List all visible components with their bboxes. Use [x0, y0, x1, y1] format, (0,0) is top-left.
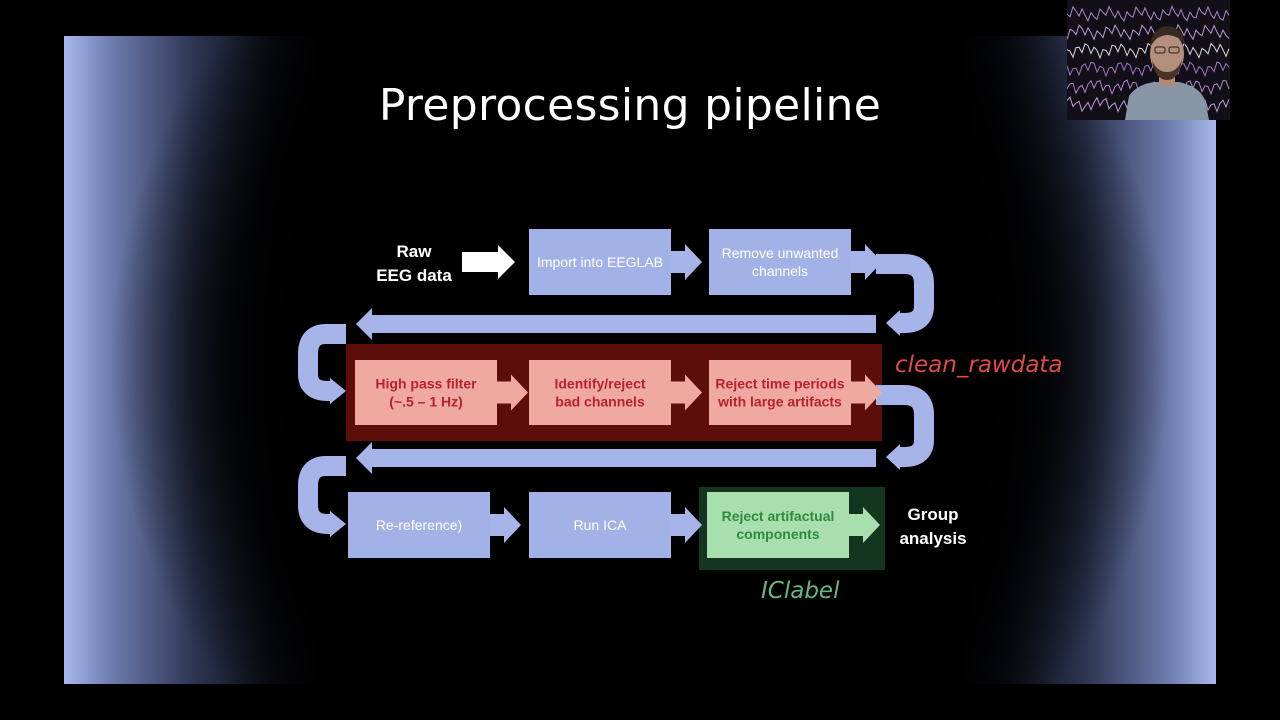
step-label-line: Import into EEGLAB [537, 254, 663, 270]
clean-rawdata-label: clean_rawdata [895, 352, 1063, 378]
left-loop-2-head [330, 511, 346, 537]
eeg-trace [1067, 23, 1230, 41]
pipeline-steps: Import into EEGLAB Remove unwanted channel… [348, 229, 882, 558]
return-line-2 [370, 449, 876, 467]
presenter-shirt [1125, 82, 1209, 120]
step-box [529, 229, 671, 295]
step-label-line: Run ICA [574, 517, 628, 533]
step-arrow-icon [849, 507, 880, 543]
step-re-reference: Re-reference) [348, 492, 521, 558]
return-line-2-head [356, 442, 372, 474]
eeg-trace [1067, 61, 1230, 78]
step-label-line: Re-reference) [376, 517, 462, 533]
left-loop-1 [298, 324, 346, 401]
step-reject-periods: Reject time periods with large artifacts [709, 360, 882, 425]
step-arrow-icon [490, 507, 521, 543]
presenter-hair [1150, 26, 1185, 48]
return-line-1 [370, 315, 876, 333]
step-label-line: with large artifacts [717, 394, 842, 410]
return-line-1-head [356, 308, 372, 340]
step-label-line: Reject artifactual [722, 508, 835, 524]
step-box [529, 492, 671, 558]
glasses-left-icon [1154, 46, 1166, 54]
right-loop-2 [876, 385, 934, 467]
right-loop-2-head [886, 444, 900, 470]
step-box [348, 492, 490, 558]
raw-eeg-label-line1: Raw [397, 242, 433, 261]
right-loop-1-head [886, 310, 900, 336]
step-reject-components: Reject artifactual components [707, 492, 880, 558]
step-arrow-icon [671, 507, 702, 543]
step-arrow-icon [671, 244, 702, 280]
webcam-image [1067, 0, 1230, 120]
right-loop-1 [876, 254, 934, 333]
left-loop-2 [298, 456, 346, 534]
presentation-slide: Preprocessing pipeline [64, 36, 1216, 684]
step-box [709, 360, 851, 425]
presenter-webcam [1067, 0, 1230, 120]
group-analysis-label-line1: Group [908, 505, 959, 524]
presenter-face [1150, 32, 1184, 76]
step-label-line: Remove unwanted [722, 245, 839, 261]
eeg-trace [1067, 4, 1230, 23]
slide-title: Preprocessing pipeline [378, 80, 882, 131]
step-box [355, 360, 497, 425]
step-label-line: Identify/reject [554, 376, 645, 392]
step-label-line: Reject time periods [715, 376, 844, 392]
step-arrow-icon [851, 374, 882, 411]
step-box [529, 360, 671, 425]
step-label-line: (~.5 – 1 Hz) [389, 394, 463, 410]
step-run-ica: Run ICA [529, 492, 702, 558]
step-high-pass: High pass filter (~.5 – 1 Hz) [355, 360, 528, 425]
step-import: Import into EEGLAB [529, 229, 702, 295]
step-box [707, 492, 849, 558]
step-label-line: channels [752, 263, 808, 279]
glasses-right-icon [1168, 46, 1180, 54]
group-analysis-label-line2: analysis [899, 529, 966, 548]
raw-eeg-label-line2: EEG data [376, 266, 452, 285]
step-label-line: components [736, 526, 819, 542]
step-label-line: bad channels [555, 394, 645, 410]
iclabel-label: IClabel [761, 578, 840, 604]
step-box [709, 229, 851, 295]
step-arrow-icon [671, 374, 702, 411]
eeg-trace [1067, 42, 1230, 60]
pipeline-connectors [298, 254, 934, 537]
step-remove-channels: Remove unwanted channels [709, 229, 882, 295]
step-label-line: High pass filter [375, 376, 477, 392]
step-arrow-icon [497, 374, 528, 411]
step-bad-channels: Identify/reject bad channels [529, 360, 702, 425]
left-loop-1-head [330, 378, 346, 404]
input-arrow-icon [462, 245, 515, 279]
step-arrow-icon [851, 244, 882, 280]
presenter-beard [1152, 60, 1182, 80]
